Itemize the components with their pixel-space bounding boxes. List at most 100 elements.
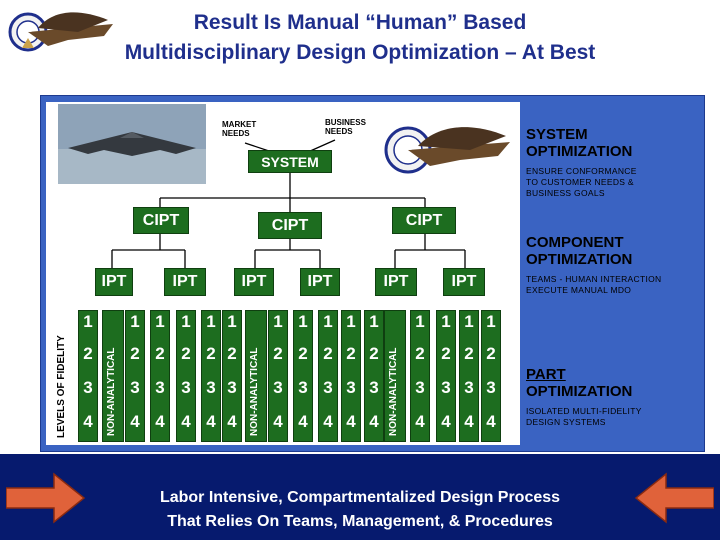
fidelity-level: 2 xyxy=(415,344,425,363)
fidelity-level: 1 xyxy=(369,312,379,331)
non-analytical-label: NON-ANALYTICAL xyxy=(106,347,117,436)
fidelity-level: 4 xyxy=(346,412,356,431)
fidelity-column xyxy=(125,310,145,442)
fidelity-level: 3 xyxy=(369,378,379,397)
cipt-box: CIPT xyxy=(258,212,322,239)
component-desc-line-1: TEAMS - HUMAN INTERACTION xyxy=(526,274,662,284)
fidelity-level: 1 xyxy=(130,312,140,331)
business-needs-label: BUSINESS NEEDS xyxy=(325,118,366,136)
ipt-box: IPT xyxy=(95,268,133,296)
cipt-box: CIPT xyxy=(133,207,189,234)
part-desc-line-2: DESIGN SYSTEMS xyxy=(526,417,606,427)
pratt-whitney-logo xyxy=(8,12,113,52)
part-desc-line-1: ISOLATED MULTI-FIDELITY xyxy=(526,406,642,416)
pratt-whitney-logo-small xyxy=(384,126,510,174)
title-line-2: Multidisciplinary Design Optimization – … xyxy=(124,41,596,64)
fidelity-level: 2 xyxy=(181,344,191,363)
system-box: SYSTEM xyxy=(248,150,332,173)
fidelity-level: 3 xyxy=(130,378,140,397)
fidelity-level: 3 xyxy=(441,378,451,397)
ipt-box: IPT xyxy=(375,268,417,296)
fidelity-level: 3 xyxy=(206,378,216,397)
levels-of-fidelity-label: LEVELS OF FIDELITY xyxy=(56,335,67,438)
right-arrow-icon xyxy=(634,472,714,524)
fidelity-level: 2 xyxy=(206,344,216,363)
fidelity-level: 1 xyxy=(298,312,308,331)
fidelity-level: 2 xyxy=(227,344,237,363)
non-analytical-bar xyxy=(384,310,406,442)
fidelity-level: 3 xyxy=(155,378,165,397)
component-optimization-line-2: OPTIMIZATION xyxy=(526,251,633,268)
fidelity-column xyxy=(201,310,221,442)
business-needs-line-2: NEEDS xyxy=(325,127,353,136)
fidelity-level: 1 xyxy=(346,312,356,331)
part-optimization-heading: PART OPTIMIZATION xyxy=(526,366,632,400)
fidelity-level: 4 xyxy=(298,412,308,431)
fidelity-column xyxy=(436,310,456,442)
fidelity-level: 4 xyxy=(227,412,237,431)
fidelity-level: 1 xyxy=(441,312,451,331)
fidelity-level: 4 xyxy=(206,412,216,431)
fidelity-level: 2 xyxy=(298,344,308,363)
fidelity-column xyxy=(176,310,196,442)
fidelity-level: 2 xyxy=(83,344,93,363)
footer-line-2: That Relies On Teams, Management, & Proc… xyxy=(167,513,553,530)
fidelity-column xyxy=(318,310,338,442)
fidelity-level: 2 xyxy=(346,344,356,363)
non-analytical-bar xyxy=(102,310,124,442)
fidelity-column xyxy=(459,310,479,442)
component-optimization-line-1: COMPONENT xyxy=(526,234,624,251)
fidelity-level: 2 xyxy=(441,344,451,363)
fidelity-level: 2 xyxy=(486,344,496,363)
component-desc-line-2: EXECUTE MANUAL MDO xyxy=(526,285,632,295)
ipt-box: IPT xyxy=(443,268,485,296)
footer-line-1: Labor Intensive, Compartmentalized Desig… xyxy=(159,489,561,506)
system-optimization-desc: ENSURE CONFORMANCE TO CUSTOMER NEEDS & B… xyxy=(526,166,637,199)
fidelity-column xyxy=(410,310,430,442)
fidelity-level: 3 xyxy=(486,378,496,397)
left-arrow-icon xyxy=(6,472,86,524)
footer-banner xyxy=(0,454,720,540)
fidelity-level: 2 xyxy=(323,344,333,363)
fidelity-level: 3 xyxy=(323,378,333,397)
fidelity-level: 1 xyxy=(227,312,237,331)
fidelity-level: 3 xyxy=(83,378,93,397)
fidelity-level: 3 xyxy=(298,378,308,397)
fidelity-level: 2 xyxy=(130,344,140,363)
fidelity-level: 4 xyxy=(369,412,379,431)
system-optimization-line-2: OPTIMIZATION xyxy=(526,143,633,160)
fidelity-level: 4 xyxy=(273,412,283,431)
fidelity-level: 3 xyxy=(181,378,191,397)
part-optimization-desc: ISOLATED MULTI-FIDELITY DESIGN SYSTEMS xyxy=(526,406,642,428)
ipt-box: IPT xyxy=(234,268,274,296)
fidelity-level: 1 xyxy=(83,312,93,331)
fidelity-level: 4 xyxy=(83,412,93,431)
fidelity-level: 4 xyxy=(155,412,165,431)
system-desc-line-1: ENSURE CONFORMANCE xyxy=(526,166,637,176)
fidelity-level: 3 xyxy=(273,378,283,397)
footer-text: Labor Intensive, Compartmentalized Desig… xyxy=(80,486,640,534)
fidelity-level: 1 xyxy=(486,312,496,331)
component-optimization-heading: COMPONENT OPTIMIZATION xyxy=(526,234,632,268)
system-optimization-line-1: SYSTEM xyxy=(526,126,588,143)
fidelity-level: 2 xyxy=(369,344,379,363)
fidelity-level: 1 xyxy=(155,312,165,331)
fidelity-column xyxy=(150,310,170,442)
system-desc-line-2: TO CUSTOMER NEEDS & xyxy=(526,177,634,187)
part-optimization-line-1: PART xyxy=(526,366,566,383)
fidelity-level: 3 xyxy=(346,378,356,397)
fidelity-level: 1 xyxy=(323,312,333,331)
fidelity-column xyxy=(222,310,242,442)
fidelity-level: 4 xyxy=(464,412,474,431)
system-optimization-heading: SYSTEM OPTIMIZATION xyxy=(526,126,632,160)
fidelity-level: 3 xyxy=(415,378,425,397)
non-analytical-bar xyxy=(245,310,267,442)
market-needs-line-1: MARKET xyxy=(222,120,257,129)
fidelity-level: 4 xyxy=(415,412,425,431)
fidelity-level: 1 xyxy=(273,312,283,331)
cipt-box: CIPT xyxy=(392,207,456,234)
fidelity-level: 4 xyxy=(181,412,191,431)
system-desc-line-3: BUSINESS GOALS xyxy=(526,188,605,198)
fidelity-level: 4 xyxy=(486,412,496,431)
title-line-1: Result Is Manual “Human” Based xyxy=(193,11,527,34)
